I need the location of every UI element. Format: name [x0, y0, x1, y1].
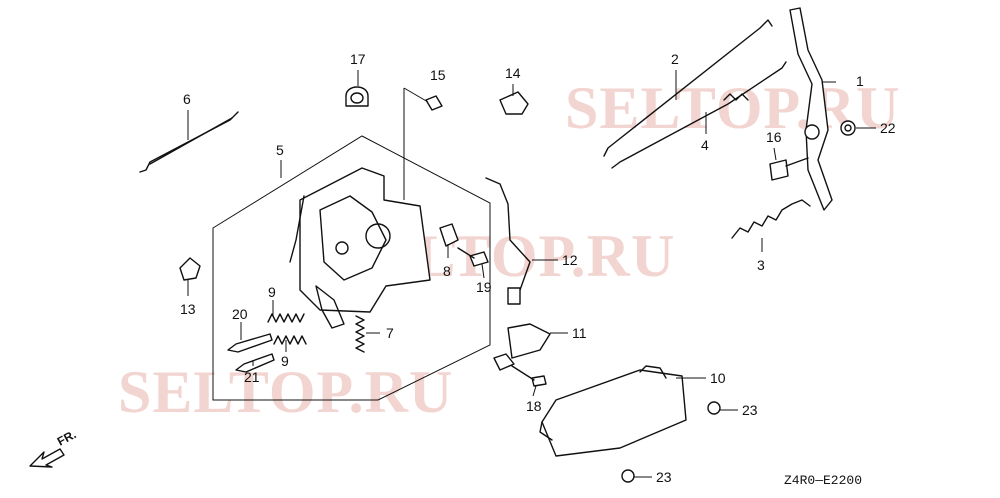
callout-19: 19 — [476, 279, 492, 295]
nut-part-22-hole — [844, 124, 852, 132]
spring-part-9-lower — [273, 335, 307, 345]
cover-tab-top — [639, 365, 667, 379]
cover-tab-left — [539, 421, 553, 441]
rod-part-6-edge — [149, 117, 233, 165]
callout-14: 14 — [505, 65, 521, 81]
screw-part-21 — [235, 353, 275, 373]
bracket-part-8 — [439, 223, 459, 247]
callout-22: 22 — [880, 120, 896, 136]
cover-part-10 — [541, 369, 687, 457]
leader-19 — [481, 263, 485, 279]
callout-12: 12 — [562, 252, 578, 268]
callout-10: 10 — [710, 370, 726, 386]
bolt-part-16 — [769, 159, 789, 181]
rod-part-4 — [611, 61, 787, 169]
rod-part-2 — [603, 19, 773, 157]
screw-part-18-shaft — [511, 365, 535, 381]
callout-6: 6 — [183, 91, 191, 107]
lever-part-1 — [789, 7, 833, 211]
callout-9-lower: 9 — [281, 353, 289, 369]
leader-18 — [532, 385, 537, 397]
front-label: FR. — [55, 427, 79, 448]
callout-18: 18 — [526, 398, 542, 414]
callout-11: 11 — [572, 325, 587, 341]
leader-16 — [773, 147, 777, 161]
control-hole — [335, 241, 349, 255]
switch-part-11-base — [493, 353, 515, 371]
screw-part-18 — [531, 375, 547, 387]
front-arrow-icon — [29, 448, 65, 468]
watermark: SELTOP.RU — [118, 359, 453, 425]
callout-20: 20 — [232, 306, 248, 322]
callout-9-upper: 9 — [268, 284, 276, 300]
clamp-part-17-hole — [350, 92, 364, 104]
callout-16: 16 — [766, 129, 782, 145]
bolt-part-15 — [425, 95, 443, 111]
bolt-part-23-right — [707, 401, 721, 415]
diagram-code: Z4R0—E2200 — [784, 473, 862, 488]
callout-5: 5 — [276, 142, 284, 158]
bolt-part-19 — [469, 251, 489, 267]
callout-1: 1 — [856, 73, 864, 89]
wire-connector-12 — [507, 287, 521, 305]
control-plate — [299, 167, 431, 313]
control-arm — [315, 285, 345, 329]
rod-spring-4 — [723, 93, 749, 101]
callout-2: 2 — [671, 51, 679, 67]
bolt-part-19-shaft — [457, 247, 475, 259]
callout-13: 13 — [180, 301, 196, 317]
spring-part-3 — [731, 199, 811, 239]
callout-7: 7 — [386, 325, 394, 341]
switch-part-11 — [507, 323, 551, 359]
lever-pivot — [804, 124, 820, 140]
callout-3: 3 — [757, 257, 765, 273]
callout-4: 4 — [701, 137, 709, 153]
spring-part-9-upper — [267, 313, 305, 323]
assembly-outline — [212, 135, 491, 401]
spring-part-7 — [355, 315, 365, 353]
bolt-part-23-bottom — [621, 469, 635, 483]
callout-8: 8 — [443, 263, 451, 279]
callout-15: 15 — [430, 67, 446, 83]
control-plate-inner — [319, 195, 387, 281]
clip-part-14 — [499, 91, 529, 115]
callout-23-right: 23 — [742, 402, 758, 418]
callout-17: 17 — [350, 51, 366, 67]
nut-part-22 — [840, 120, 856, 136]
control-pivot — [365, 223, 391, 249]
leader-15 — [403, 87, 429, 103]
control-rod — [289, 195, 305, 263]
screw-part-20 — [227, 333, 273, 353]
callout-23-bottom: 23 — [656, 469, 672, 485]
callout-21: 21 — [244, 369, 260, 385]
clip-part-13 — [179, 257, 201, 281]
bolt-part-16-shaft — [785, 157, 809, 167]
